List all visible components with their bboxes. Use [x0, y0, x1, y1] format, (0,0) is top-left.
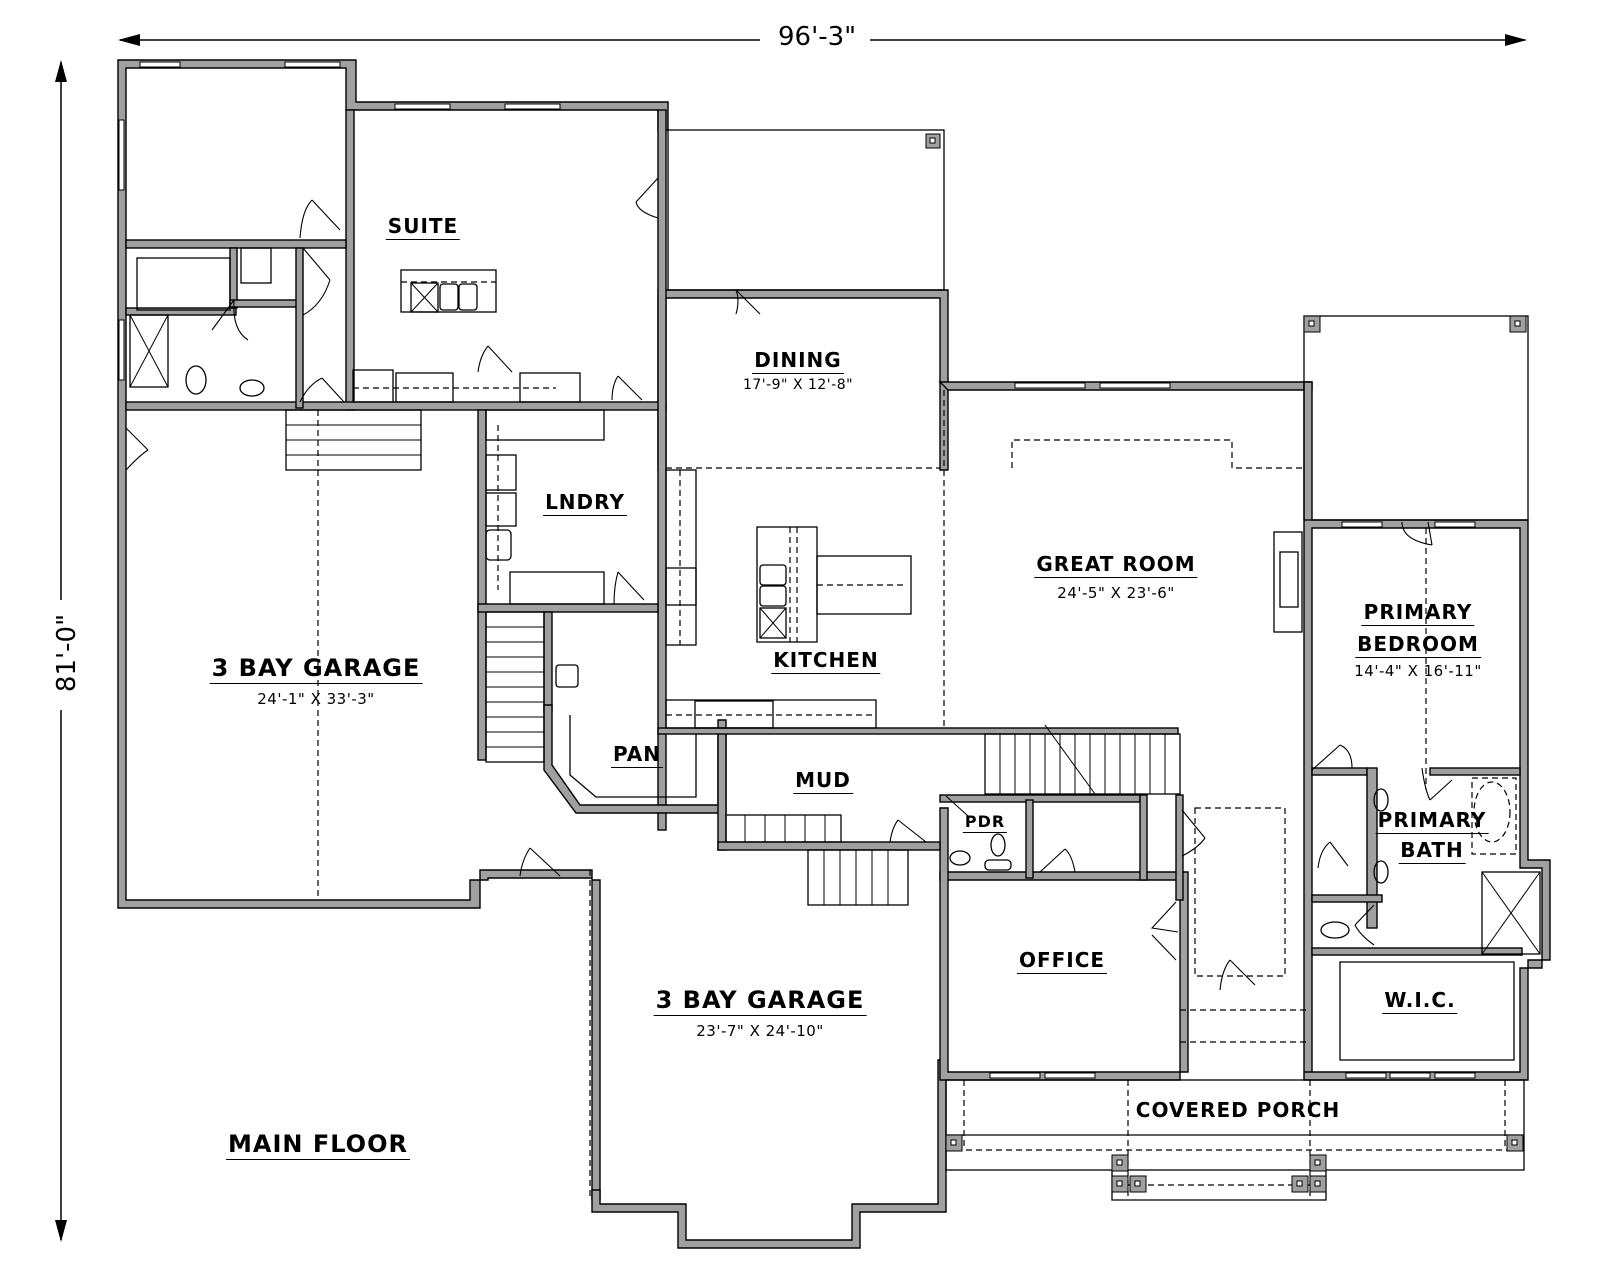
- exterior-wall-left-wing: [117, 59, 669, 909]
- wall-foyer-left: [1175, 794, 1184, 901]
- wall-laundry-left: [477, 409, 487, 761]
- room-label-kitchen: KITCHEN: [771, 648, 881, 674]
- room-label-pdr: PDR: [962, 812, 1008, 833]
- wall-bath-right: [295, 247, 304, 409]
- room-dimensions: 23'-7" X 24'-10": [696, 1022, 824, 1040]
- foyer-rug: [1194, 807, 1286, 977]
- room-name-line-1: PRIMARY: [1375, 808, 1489, 834]
- kitchen-fixtures: [665, 390, 945, 730]
- room-label-mud: MUD: [793, 768, 853, 794]
- room-label-suite: SUITE: [385, 214, 461, 240]
- door-swings: [125, 177, 1453, 991]
- room-label-pantry: PAN: [610, 742, 664, 768]
- stairs-mud: [725, 814, 909, 906]
- room-dimensions: 24'-1" X 33'-3": [257, 690, 375, 708]
- wall-laundry-bottom: [477, 603, 659, 613]
- room-name: PDR: [962, 812, 1008, 833]
- room-name: MUD: [793, 768, 853, 794]
- room-name-line-2: BATH: [1398, 838, 1466, 864]
- room-name: 3 BAY GARAGE: [653, 986, 867, 1016]
- wall-bath-left: [1366, 767, 1378, 929]
- shower: [129, 314, 169, 388]
- rear-porch-primary: [1303, 315, 1529, 521]
- room-name: KITCHEN: [771, 648, 881, 674]
- exterior-wall-garage-1-right: [479, 869, 601, 1201]
- room-dimensions: 17'-9" X 12'-8": [742, 377, 854, 393]
- room-name: PAN: [610, 742, 664, 768]
- overall-width-dimension: [118, 34, 1527, 46]
- wall-wc-divider: [229, 299, 299, 308]
- room-name: W.I.C.: [1382, 988, 1458, 1014]
- sink: [239, 379, 265, 397]
- wall-wic-top: [1311, 947, 1523, 956]
- exterior-wall-office-block: [939, 871, 1189, 1073]
- room-name-line-2: BEDROOM: [1355, 632, 1481, 658]
- room-label-primary-bedroom: PRIMARY BEDROOM 14'-4" X 16'-11": [1354, 600, 1482, 680]
- room-name: 3 BAY GARAGE: [209, 654, 423, 684]
- toilet: [185, 365, 207, 395]
- wall-kitchen-bottom: [657, 727, 1179, 735]
- room-name: GREAT ROOM: [1034, 552, 1198, 578]
- wall-bath-top-left: [1311, 767, 1368, 776]
- wall-pdr-right: [1025, 799, 1034, 879]
- covered-porch-structure: [945, 1009, 1525, 1201]
- room-label-primary-bath: PRIMARY BATH: [1375, 808, 1489, 864]
- rear-porch-dining: [667, 129, 945, 291]
- room-label-covered-porch: COVERED PORCH: [1134, 1098, 1342, 1123]
- room-label-garage-2: 3 BAY GARAGE 23'-7" X 24'-10": [653, 986, 867, 1040]
- wall-closet-right: [1139, 794, 1148, 881]
- room-name: DINING: [752, 348, 844, 374]
- room-label-laundry: LNDRY: [543, 490, 627, 516]
- overall-depth-dimension: [55, 60, 67, 1242]
- wall-pantry-curve: [543, 704, 727, 814]
- wall-mud-left: [717, 729, 727, 851]
- room-name: OFFICE: [1016, 948, 1108, 974]
- wall-bath-divider: [125, 307, 237, 316]
- room-label-wic: W.I.C.: [1382, 988, 1458, 1014]
- closet-shelf: [240, 247, 272, 284]
- primary-shower: [1481, 871, 1541, 955]
- fireplace: [1273, 531, 1303, 633]
- wall-pantry-left: [543, 611, 553, 713]
- room-label-dining: DINING 17'-9" X 12'-8": [743, 348, 853, 393]
- wall-suite-bottom: [125, 401, 667, 411]
- room-dimensions: 24'-5" X 23'-6": [1057, 584, 1175, 602]
- room-name-line-1: PRIMARY: [1361, 600, 1475, 626]
- stairs-main: [984, 724, 1181, 795]
- room-label-garage-1: 3 BAY GARAGE 24'-1" X 33'-3": [209, 654, 423, 708]
- wall-pdr-top: [939, 794, 1141, 803]
- wall-suite-right: [657, 109, 667, 831]
- plan-title-text: MAIN FLOOR: [226, 1130, 410, 1160]
- windows: [118, 61, 1476, 1079]
- exterior-wall-garage-2: [591, 1059, 947, 1249]
- overall-width-label: 96'-3": [770, 22, 865, 52]
- wall-bath-closet: [229, 247, 238, 309]
- overall-depth-label: 81'-0": [52, 605, 83, 701]
- stairs-garage-1: [285, 409, 422, 471]
- wic-shelves: [1339, 961, 1515, 1061]
- room-name: COVERED PORCH: [1135, 1098, 1341, 1122]
- plan-title: MAIN FLOOR: [226, 1130, 410, 1160]
- room-dimensions: 14'-4" X 16'-11": [1354, 662, 1482, 680]
- room-label-office: OFFICE: [1016, 948, 1108, 974]
- wall-wc-top: [1311, 894, 1383, 903]
- wall-bath-top-right: [1429, 767, 1521, 776]
- wall-suite-left: [345, 109, 355, 411]
- room-name: SUITE: [385, 214, 461, 240]
- suite-island: [400, 269, 497, 313]
- room-name: LNDRY: [543, 490, 627, 516]
- room-label-great-room: GREAT ROOM 24'-5" X 23'-6": [1034, 552, 1198, 602]
- exterior-wall-office-left: [939, 807, 1181, 1081]
- stairs-basement: [485, 611, 545, 763]
- wall-mud-bottom: [717, 841, 941, 851]
- exterior-wall-primary-wing: [1303, 381, 1551, 1081]
- wall-bedroom-bottom: [125, 239, 347, 249]
